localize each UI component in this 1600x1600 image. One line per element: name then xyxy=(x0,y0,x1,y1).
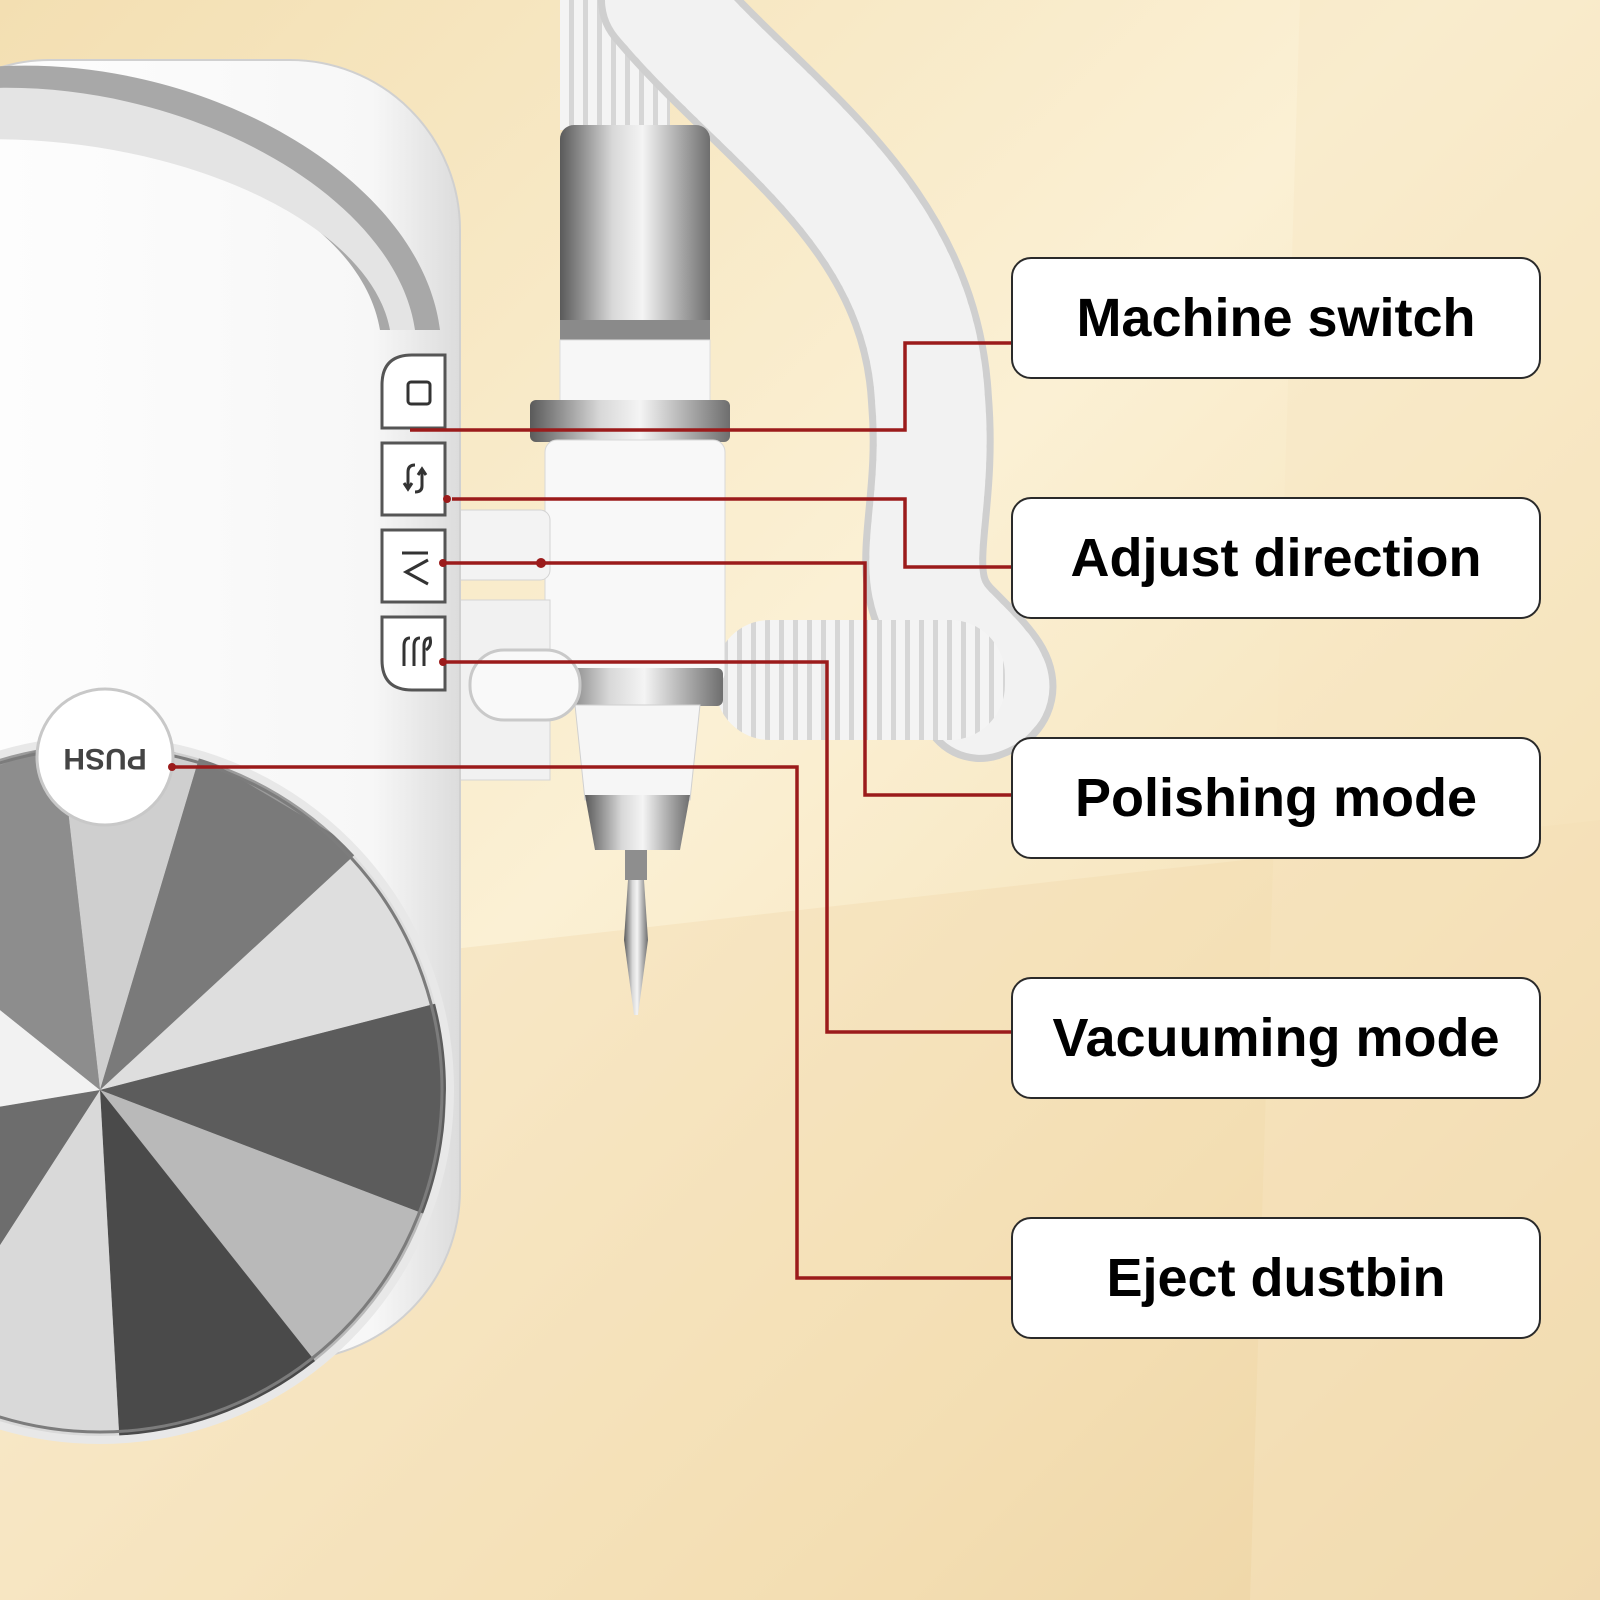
polish-button[interactable] xyxy=(380,528,447,604)
direction-button[interactable] xyxy=(380,441,447,517)
label-polishing-mode: Polishing mode xyxy=(1011,737,1541,859)
leader-line-machine-switch xyxy=(410,341,1011,432)
dustbin-disc xyxy=(0,740,450,1440)
label-machine-switch: Machine switch xyxy=(1011,257,1541,379)
power-button[interactable] xyxy=(380,353,447,430)
label-adjust-direction: Adjust direction xyxy=(1011,497,1541,619)
chrome-collar xyxy=(560,125,710,340)
leader-line-polishing-mode xyxy=(440,561,1011,797)
vacuum-button[interactable] xyxy=(380,615,447,692)
drill-bit xyxy=(624,880,648,1015)
label-eject-dustbin: Eject dustbin xyxy=(1011,1217,1541,1339)
label-vacuuming-mode: Vacuuming mode xyxy=(1011,977,1541,1099)
leader-line-adjust-direction xyxy=(452,497,1011,569)
push-label: PUSH xyxy=(63,742,146,775)
rotate-arrows-icon xyxy=(402,463,428,494)
polish-icon xyxy=(402,551,429,586)
leader-line-eject-dustbin xyxy=(172,765,1011,1280)
leader-line-vacuuming-mode xyxy=(440,660,1011,1034)
hose-lower xyxy=(715,620,1005,740)
airflow-icon xyxy=(402,636,432,666)
square-icon xyxy=(406,380,432,406)
push-button[interactable]: PUSH xyxy=(35,687,175,827)
